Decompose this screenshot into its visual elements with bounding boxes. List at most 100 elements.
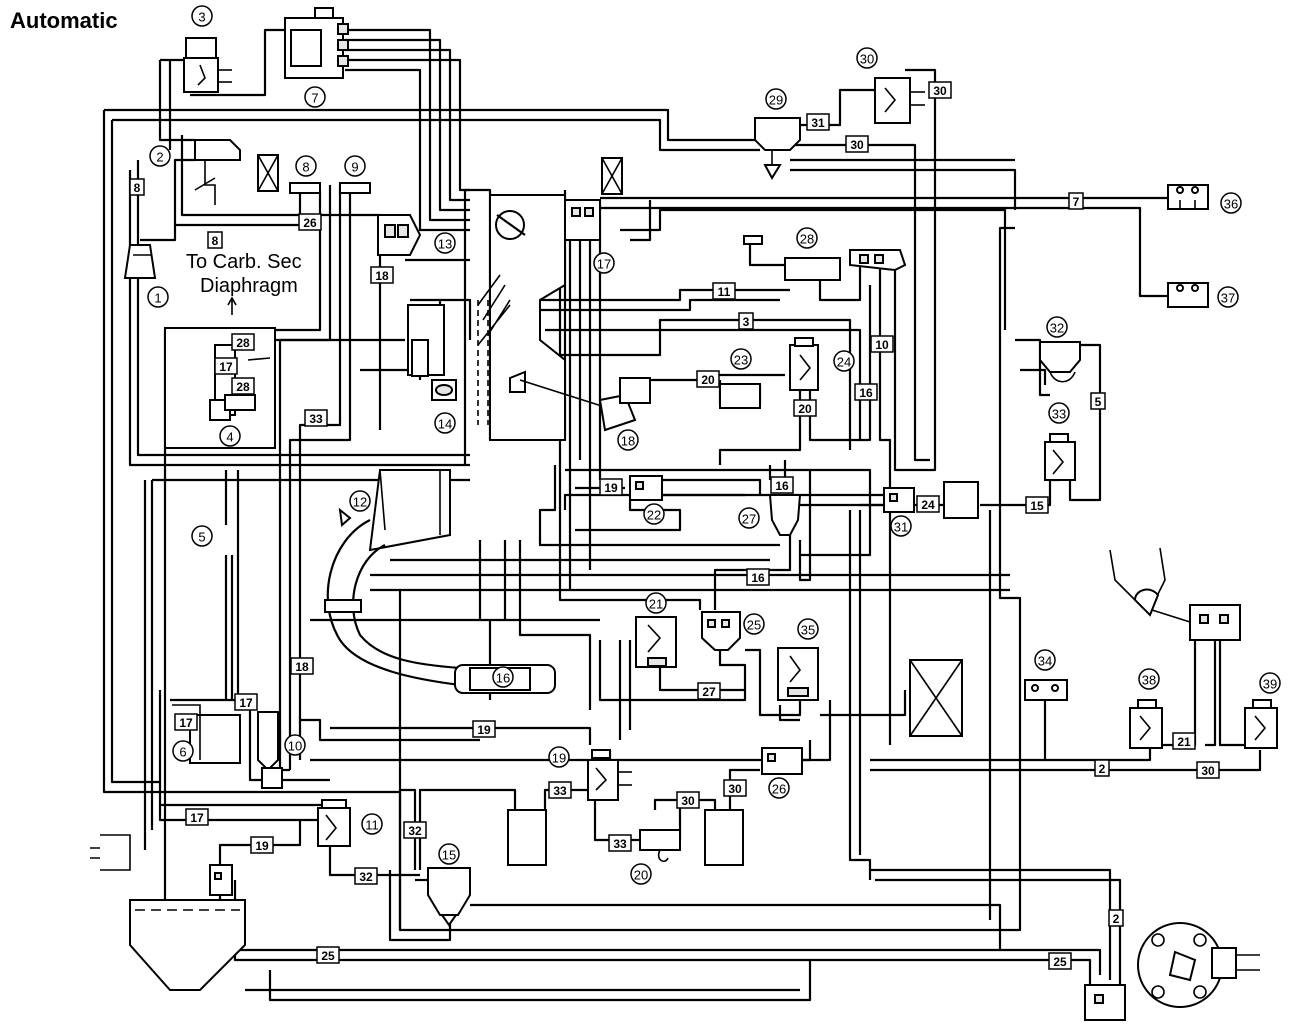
component-number-text: 24 [837, 355, 851, 370]
hose-label: 28 [231, 333, 255, 351]
component-number-text: 22 [647, 508, 661, 523]
hose-label: 16 [854, 383, 878, 401]
hose-label: 32 [354, 867, 378, 885]
hose-label-box [599, 478, 623, 496]
hose-label: 30 [676, 791, 700, 809]
hose-label-text: 31 [811, 116, 825, 130]
hose-label-text: 30 [728, 782, 742, 796]
hose-label-box [723, 779, 747, 797]
hose-label: 30 [845, 135, 869, 153]
hose-label: 21 [1172, 732, 1196, 750]
component-number: 33 [1048, 402, 1070, 424]
hose-label-box [712, 282, 736, 300]
component-number-circle [438, 843, 460, 865]
hose-label-box [354, 867, 378, 885]
component-2 [194, 139, 371, 205]
hose-label-text: 21 [1177, 735, 1191, 749]
component-number-circle [147, 286, 169, 308]
hose-label-text: 24 [921, 498, 935, 512]
component-number-circle [434, 232, 456, 254]
component-33 [1044, 433, 1076, 481]
hose-label-text: 19 [604, 481, 618, 495]
hose-label-text: 32 [408, 824, 422, 838]
component-number-text: 35 [801, 623, 815, 638]
component-24 [789, 337, 819, 391]
component-number: 27 [738, 507, 760, 529]
component-29 [754, 117, 801, 181]
hose-label-box [676, 791, 700, 809]
hose-label: 25 [1048, 952, 1072, 970]
hose-label: 33 [608, 834, 632, 852]
component-number-text: 31 [894, 520, 908, 535]
component-number-circle [630, 863, 652, 885]
component-number-text: 21 [649, 597, 663, 612]
component-number-circle [344, 155, 366, 177]
hose-label-box [403, 821, 427, 839]
hose-label: 17 [174, 713, 198, 731]
hose-label-text: 30 [681, 794, 695, 808]
hose-label-box [697, 682, 721, 700]
hose-label: 18 [370, 266, 394, 284]
hose-label-text: 17 [179, 716, 193, 730]
hose-label-box [298, 213, 322, 231]
hose-label-text: 32 [359, 870, 373, 884]
component-number: 36 [1220, 192, 1242, 214]
component-number-text: 30 [860, 52, 874, 67]
component-25 [701, 611, 741, 651]
hose-label-box [746, 568, 770, 586]
component-number: 25 [743, 613, 765, 635]
component-26-bottom [761, 747, 803, 775]
hose-label: 10 [870, 335, 894, 353]
hose-label: 8 [207, 231, 223, 249]
component-14 [407, 304, 457, 401]
component-number-text: 32 [1050, 321, 1064, 336]
component-number: 3 [191, 5, 213, 27]
component-number-circle [743, 613, 765, 635]
hose-label-box [1090, 392, 1106, 410]
component-number: 7 [304, 86, 326, 108]
hose-label-text: 30 [850, 138, 864, 152]
hose-label: 32 [403, 821, 427, 839]
hose-label-text: 25 [321, 949, 335, 963]
component-number: 35 [797, 618, 819, 640]
hose-label: 28 [231, 377, 255, 395]
hose-label: 2 [1108, 909, 1124, 927]
hose-label-text: 16 [775, 479, 789, 493]
component-34 [1024, 679, 1068, 701]
component-21 [635, 616, 677, 668]
hose-label: 26 [298, 213, 322, 231]
hose-label: 3 [738, 312, 754, 330]
carburetor [477, 194, 609, 441]
hose-label-box [231, 377, 255, 395]
hose-label-box [250, 836, 274, 854]
hose-label: 19 [599, 478, 623, 496]
component-number-text: 9 [351, 160, 358, 175]
distributor-valve [1084, 984, 1126, 1021]
component-number-text: 14 [438, 417, 452, 432]
hose-label-text: 28 [236, 336, 250, 350]
hose-label-text: 10 [875, 338, 889, 352]
component-number: 15 [438, 843, 460, 865]
component-number-circle [191, 5, 213, 27]
hose-label-box [185, 808, 209, 826]
component-number-circle [1048, 402, 1070, 424]
component-11 [317, 799, 351, 847]
component-number: 4 [219, 425, 241, 447]
hose-label-text: 19 [477, 723, 491, 737]
component-number-circle [149, 145, 171, 167]
component-number-text: 2 [156, 150, 163, 165]
component-number: 19 [548, 746, 570, 768]
component-number-text: 18 [621, 434, 635, 449]
hose-label: 31 [806, 113, 830, 131]
component-number-circle [833, 350, 855, 372]
component-number-text: 33 [1052, 407, 1066, 422]
canister-right [704, 809, 744, 866]
component-37 [1167, 282, 1209, 308]
component-32 [1039, 341, 1081, 383]
hose-label-box [793, 399, 817, 417]
hose-label-text: 3 [743, 315, 750, 329]
hose-label-box [304, 409, 328, 427]
hose-label-box [129, 178, 145, 196]
note-line-2: Diaphragm [200, 275, 298, 297]
